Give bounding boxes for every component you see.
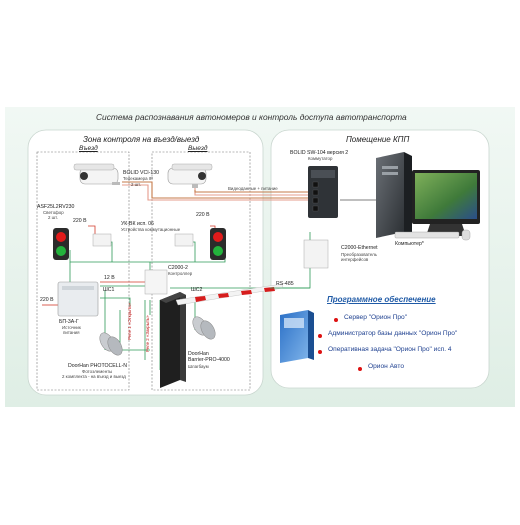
photocell-desc2: 2 комплекта - на въезд и выезд <box>62 374 126 379</box>
entry-camera <box>73 163 120 185</box>
left-panel-header: Зона контроля на въезд/выезд <box>83 135 200 144</box>
traffic-light-name: ASF25L2RV230 <box>37 204 75 210</box>
computer-label: Компьютер* <box>395 241 424 247</box>
bullet-icon <box>334 318 338 322</box>
rs485-label: RS-485 <box>276 281 294 287</box>
converter-desc1: Преобразователь <box>341 252 377 257</box>
switch-desc: Коммутатор <box>308 156 333 161</box>
video-power-label: Видеоданные + питание <box>228 186 278 191</box>
relay2-label: Реле 2 «Закрыть» <box>145 315 150 352</box>
shs2-label: ШС2 <box>191 287 203 293</box>
power-220-right: 220 В <box>196 212 210 218</box>
entry-label: Въезд <box>79 145 98 152</box>
uk-vk-name: УК-ВК исп. 06 <box>121 221 154 227</box>
photocell-left <box>99 332 123 356</box>
converter-desc2: интерфейсов <box>341 257 369 262</box>
bullet-icon <box>358 367 362 371</box>
controller-name: С2000-2 <box>168 265 188 271</box>
software-item-0: Сервер "Орион Про" <box>344 314 408 321</box>
computer <box>376 152 480 241</box>
controller-desc: Контроллер <box>168 271 193 276</box>
power-220-psu: 220 В <box>40 297 54 303</box>
bullet-icon <box>318 350 322 354</box>
software-title: Программное обеспечение <box>327 295 436 304</box>
right-panel-header: Помещение КПП <box>346 135 410 144</box>
exit-label: Выезд <box>188 145 208 152</box>
psu-name: БП-3А-Г <box>59 319 79 325</box>
barrier-name2: Barrier-PRO-4000 <box>188 357 230 363</box>
traffic-light-desc: Светофор <box>43 210 64 215</box>
shs1-label: ШС1 <box>103 287 115 293</box>
exit-traffic-light <box>210 228 226 260</box>
psu-desc1: Источник <box>62 325 81 330</box>
photocell-name: DoorHan PHOTOCELL-N <box>68 363 128 369</box>
bullet-icon <box>318 334 322 338</box>
power-220-left: 220 В <box>73 218 87 224</box>
v12-label: 12 В <box>104 275 115 281</box>
photocell-desc1: Фотоэлементы <box>82 369 113 374</box>
uk-vk-box-left <box>92 233 112 247</box>
camera-name: BOLID VCI-130 <box>123 170 160 176</box>
diagram-title: Система распознавания автономеров и конт… <box>96 112 407 122</box>
camera-desc: Телекамера IP <box>123 176 153 181</box>
exit-camera <box>167 163 213 188</box>
software-item-3: Орион Авто <box>368 363 404 370</box>
relay1-label: Реле 1 «Открыть» <box>127 302 132 340</box>
psu-desc2: питания <box>63 330 80 335</box>
software-item-2: Оперативная задача "Орион Про" исп. 4 <box>328 346 452 353</box>
uk-vk-box-right <box>174 233 194 247</box>
traffic-light-qty: 2 шт. <box>48 215 58 220</box>
switch-name: BOLID SW-104 версия 2 <box>290 150 349 156</box>
power-supply <box>57 281 99 317</box>
barrier-desc: Шлагбаум <box>188 364 209 369</box>
network-switch <box>308 166 338 218</box>
camera-qty: 2 шт. <box>131 182 141 187</box>
software-box-icon <box>280 310 314 363</box>
barrier <box>160 283 284 388</box>
uk-vk-desc: Устройства коммутационные <box>121 227 181 232</box>
software-item-1: Администратор базы данных "Орион Про" <box>328 330 458 337</box>
controller-box <box>144 269 168 295</box>
converter-box <box>303 239 329 269</box>
barrier-name1: DoorHan <box>188 351 209 357</box>
entry-traffic-light <box>53 228 69 260</box>
photocell-right <box>192 316 216 340</box>
converter-name: С2000-Ethernet <box>341 245 378 251</box>
entry-zone <box>36 151 130 391</box>
